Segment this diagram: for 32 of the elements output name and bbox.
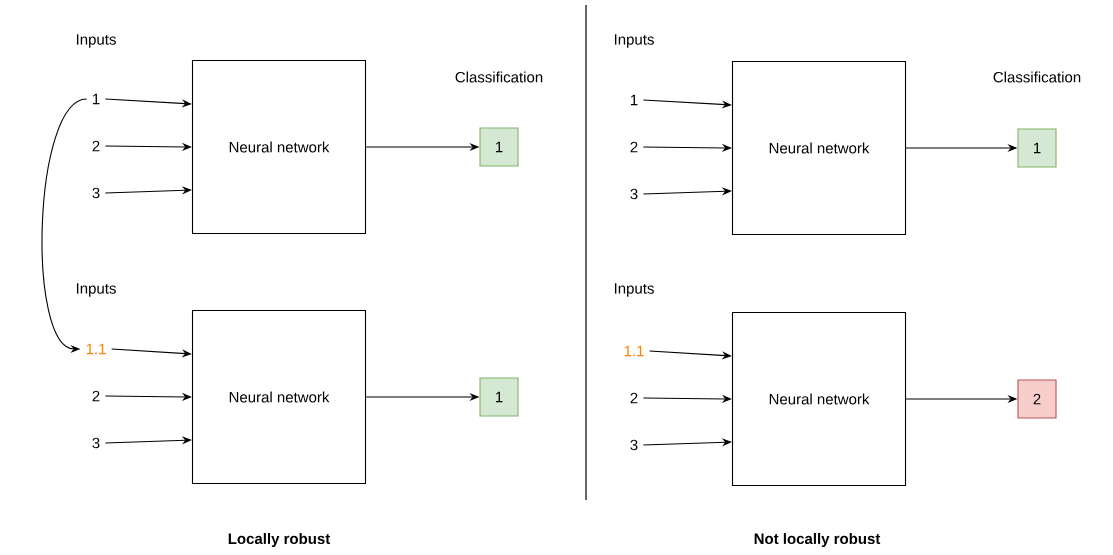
input-value: 1 bbox=[631, 94, 638, 106]
caption: Not locally robust bbox=[754, 533, 881, 547]
input-value: 2 bbox=[92, 140, 100, 152]
input-value: 1.1 bbox=[86, 343, 106, 355]
class-box: 1 bbox=[479, 377, 519, 417]
neural-network-box: Neural network bbox=[731, 60, 907, 236]
input-value: 3 bbox=[630, 188, 638, 200]
section-label: Classification bbox=[993, 71, 1081, 83]
class-box: 1 bbox=[1017, 128, 1057, 168]
input-value: 2 bbox=[92, 390, 100, 402]
arrow bbox=[104, 392, 192, 401]
input-value: 2 bbox=[630, 141, 638, 153]
input-value: 3 bbox=[92, 187, 100, 199]
section-label: Inputs bbox=[76, 34, 116, 48]
input-value: 1 bbox=[93, 93, 100, 105]
class-box: 1 bbox=[479, 127, 519, 167]
neural-network-box: Neural network bbox=[731, 311, 907, 487]
section-label: Inputs bbox=[76, 283, 116, 297]
arrow bbox=[104, 142, 192, 151]
class-box: 2 bbox=[1017, 379, 1057, 419]
arrow bbox=[642, 143, 732, 152]
arrow bbox=[642, 394, 732, 403]
input-value: 3 bbox=[630, 439, 638, 451]
input-value: 2 bbox=[630, 392, 638, 404]
section-label: Classification bbox=[455, 71, 543, 83]
section-label: Inputs bbox=[614, 34, 654, 48]
neural-network-box: Neural network bbox=[191, 309, 367, 485]
neural-network-box: Neural network bbox=[191, 59, 367, 235]
section-label: Inputs bbox=[614, 283, 654, 297]
caption: Locally robust bbox=[228, 533, 331, 547]
input-value: 1.1 bbox=[624, 345, 644, 357]
input-value: 3 bbox=[92, 437, 100, 449]
